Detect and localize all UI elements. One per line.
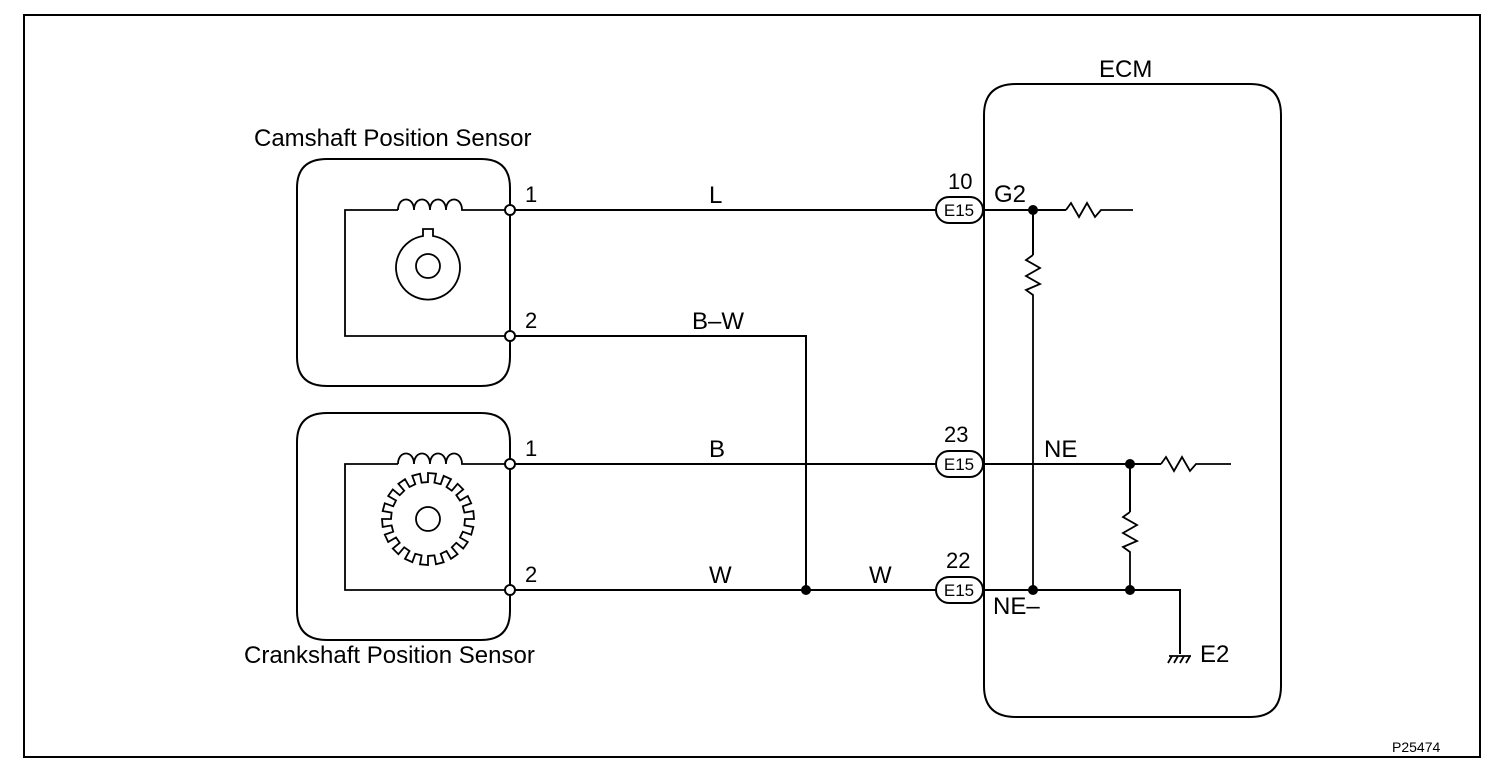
crankshaft-gear-icon xyxy=(381,472,475,566)
ground-icon xyxy=(1167,655,1191,664)
crankshaft-sensor-title: Crankshaft Position Sensor xyxy=(244,642,535,669)
camshaft-pin1-label: 1 xyxy=(525,182,537,207)
crankshaft-position-sensor: 1 2 Crankshaft Position Sensor xyxy=(244,412,537,669)
connector-e15-ne xyxy=(935,450,984,478)
crankshaft-sensor-internal-wire xyxy=(344,463,510,591)
splice-point xyxy=(801,585,811,595)
ecm-signal-g2-label: G2 xyxy=(994,181,1026,208)
crankshaft-pin2-label: 2 xyxy=(525,562,537,587)
wire-w-label: W xyxy=(709,562,732,589)
ecm-pin-23-label: 23 xyxy=(944,422,968,447)
camshaft-pin2-label: 2 xyxy=(525,308,537,333)
crankshaft-pin2-terminal xyxy=(504,584,516,596)
connector-e15-g2-label: E15 xyxy=(944,201,974,220)
camshaft-rotor-icon xyxy=(395,228,461,301)
ecm-ne-minus-node-1 xyxy=(1028,585,1038,595)
ecm-unit: ECM E15 10 G2 E15 23 NE E15 22 NE– xyxy=(935,56,1282,718)
ecm-signal-ne-minus-label: NE– xyxy=(993,593,1040,620)
crankshaft-pin1-label: 1 xyxy=(525,436,537,461)
ecm-signal-ne-label: NE xyxy=(1044,436,1077,463)
ecm-pin-22-label: 22 xyxy=(946,548,970,573)
wire-b-label: B xyxy=(709,436,725,463)
ecm-ne-node xyxy=(1125,459,1135,469)
ecm-pin-10-label: 10 xyxy=(948,169,972,194)
ecm-title: ECM xyxy=(1099,56,1152,83)
ecm-housing xyxy=(983,83,1282,718)
connector-e15-ne-minus-label: E15 xyxy=(944,581,974,600)
ecm-g2-resistor-icon xyxy=(1065,201,1133,219)
connector-e15-ne-minus xyxy=(935,576,984,604)
camshaft-shaft-icon xyxy=(415,253,441,279)
figure-id: P25474 xyxy=(1392,739,1440,755)
crankshaft-shaft-icon xyxy=(415,506,441,532)
ecm-ne-minus-node-2 xyxy=(1125,585,1135,595)
ecm-ne-resistor-icon xyxy=(1160,455,1231,473)
wire-w-ecm-label: W xyxy=(869,562,892,589)
wire-b-w xyxy=(515,335,807,590)
camshaft-position-sensor: Camshaft Position Sensor 1 2 xyxy=(254,125,537,387)
ecm-g2-node xyxy=(1028,205,1038,215)
ecm-ne-bias-resistor-icon xyxy=(1121,511,1140,590)
connector-e15-g2 xyxy=(935,196,984,224)
camshaft-pin1-terminal xyxy=(504,204,516,216)
camshaft-sensor-title: Camshaft Position Sensor xyxy=(254,125,531,152)
camshaft-sensor-housing xyxy=(296,158,511,387)
camshaft-pin2-terminal xyxy=(504,330,516,342)
ecm-ground-e2-label: E2 xyxy=(1200,641,1229,668)
wire-l-label: L xyxy=(709,182,722,209)
connector-e15-ne-label: E15 xyxy=(944,455,974,474)
crankshaft-coil-icon xyxy=(397,452,510,465)
camshaft-sensor-internal-wire xyxy=(344,209,510,337)
diagram-frame xyxy=(23,14,1481,758)
camshaft-coil-icon xyxy=(397,198,510,211)
wire-b-w-label: B–W xyxy=(692,308,744,335)
ecm-g2-bias-resistor-icon xyxy=(1024,254,1043,590)
crankshaft-sensor-housing xyxy=(296,412,511,641)
harness-wires: L B–W B W W xyxy=(515,182,936,595)
ecm-ne-minus-line xyxy=(984,589,1181,654)
crankshaft-pin1-terminal xyxy=(504,458,516,470)
